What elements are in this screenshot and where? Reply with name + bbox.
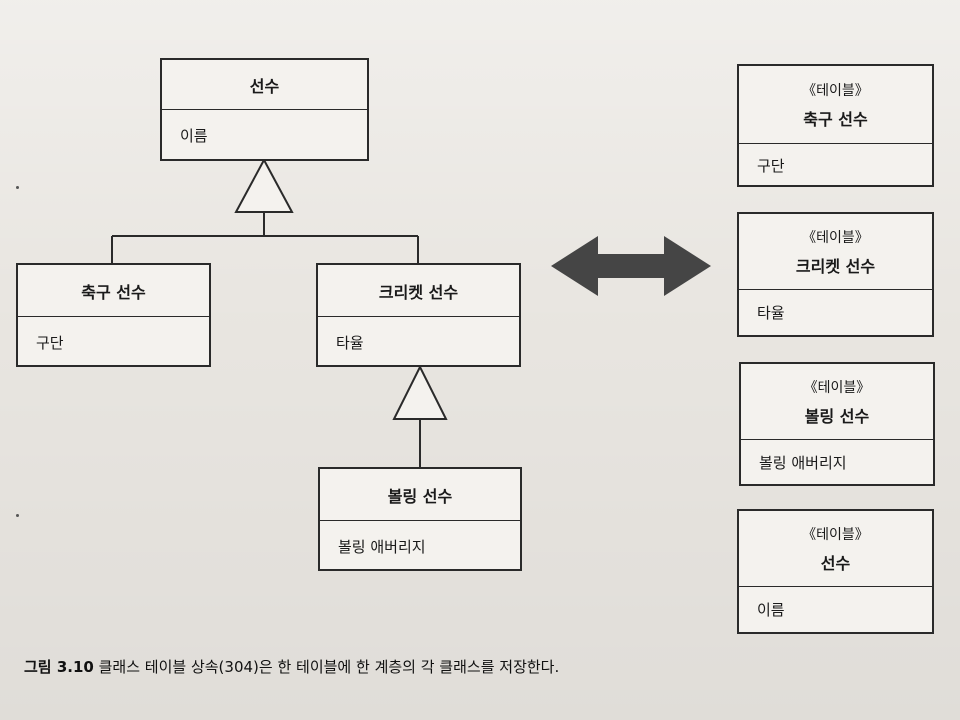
- class-box-bowling-player: 볼링 선수 볼링 애버리지: [318, 467, 522, 571]
- class-box-football-player: 축구 선수 구단: [16, 263, 211, 367]
- class-attribute: 볼링 애버리지: [338, 537, 426, 556]
- table-name: 크리켓 선수: [795, 256, 876, 276]
- table-column: 이름: [757, 601, 785, 619]
- class-attribute: 이름: [180, 126, 208, 145]
- table-box-cricket-player: 《테이블》 크리켓 선수 타율: [737, 212, 934, 337]
- class-box-cricket-player: 크리켓 선수 타율: [316, 263, 521, 367]
- table-column: 타율: [757, 304, 785, 322]
- table-header: 《테이블》 볼링 선수: [741, 364, 933, 440]
- table-name: 선수: [820, 553, 851, 573]
- class-name: 축구 선수: [18, 265, 209, 317]
- table-header: 《테이블》 축구 선수: [739, 66, 932, 144]
- class-attribute: 타율: [336, 333, 364, 352]
- mapping-double-arrow: [551, 236, 711, 296]
- table-name: 축구 선수: [803, 109, 868, 129]
- inheritance-triangle-bowling: [392, 364, 448, 420]
- figure-number: 그림 3.10: [24, 658, 94, 676]
- class-box-player: 선수 이름: [160, 58, 369, 161]
- table-column: 볼링 애버리지: [759, 453, 847, 472]
- table-header: 《테이블》 크리켓 선수: [739, 214, 932, 290]
- figure-caption-text: 클래스 테이블 상속(304)은 한 테이블에 한 계층의 각 클래스를 저장한…: [98, 658, 560, 676]
- margin-mark: [16, 186, 19, 189]
- figure-caption: 그림 3.10 클래스 테이블 상속(304)은 한 테이블에 한 계층의 각 …: [24, 656, 559, 677]
- table-header: 《테이블》 선수: [739, 511, 932, 587]
- table-stereotype: 《테이블》: [802, 82, 869, 99]
- table-stereotype: 《테이블》: [802, 526, 869, 543]
- table-stereotype: 《테이블》: [802, 229, 869, 246]
- class-name: 선수: [162, 60, 367, 110]
- table-column: 구단: [757, 156, 785, 175]
- table-box-player: 《테이블》 선수 이름: [737, 509, 934, 634]
- table-box-football-player: 《테이블》 축구 선수 구단: [737, 64, 934, 187]
- inheritance-triangle: [234, 157, 294, 213]
- table-box-bowling-player: 《테이블》 볼링 선수 볼링 애버리지: [739, 362, 935, 486]
- class-attribute: 구단: [36, 333, 64, 352]
- class-name: 크리켓 선수: [318, 265, 519, 317]
- table-name: 볼링 선수: [804, 406, 870, 426]
- margin-mark: [16, 514, 19, 517]
- class-name: 볼링 선수: [320, 469, 520, 521]
- table-stereotype: 《테이블》: [803, 379, 871, 396]
